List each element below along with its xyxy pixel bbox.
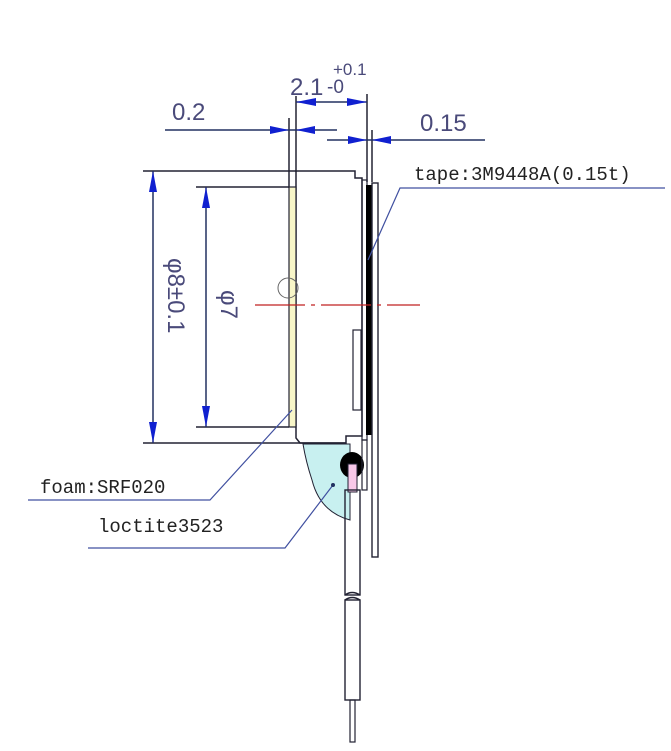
contact-pad <box>347 463 358 493</box>
wire-lead <box>349 699 356 743</box>
leader-line-foam <box>28 409 293 501</box>
arrow-icon <box>202 187 210 208</box>
dimension-thickness: 2.1 <box>290 74 323 101</box>
housing <box>295 170 363 444</box>
dimension-tol-lower: -0 <box>327 77 344 98</box>
arrow-icon <box>202 406 210 427</box>
label-glue: loctite3523 <box>98 516 223 538</box>
arrow-icon <box>296 98 316 106</box>
dimension-tol-upper: +0.1 <box>333 60 367 79</box>
arrow-icon <box>348 136 367 144</box>
arrow-icon <box>270 126 289 134</box>
center-mark <box>277 277 299 299</box>
dimension-outer-diameter: φ8±0.1 <box>162 258 189 333</box>
leader-line-tape <box>367 187 665 261</box>
label-foam: foam:SRF020 <box>40 477 165 499</box>
dimension-tape: 0.15 <box>420 110 467 137</box>
glue-blob <box>302 443 351 521</box>
wire <box>344 599 361 701</box>
inner-component <box>352 329 362 411</box>
arrow-icon <box>296 126 315 134</box>
label-tape: tape:3M9448A(0.15t) <box>414 164 631 186</box>
foam-layer <box>288 186 297 428</box>
arrow-icon <box>347 98 367 106</box>
dimension-inner-diameter: φ7 <box>215 290 242 319</box>
wire <box>344 489 361 596</box>
arrow-icon <box>149 422 157 443</box>
arrow-icon <box>149 171 157 192</box>
arrow-icon <box>372 136 391 144</box>
leader-line-glue <box>88 484 334 549</box>
dimension-foam: 0.2 <box>172 99 205 126</box>
outer-plate <box>371 182 379 558</box>
tape-layer <box>366 185 372 435</box>
